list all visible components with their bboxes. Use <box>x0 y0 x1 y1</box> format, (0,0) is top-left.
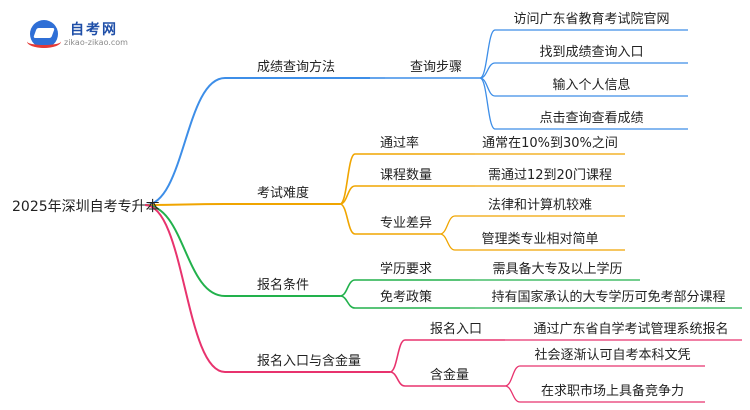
branch-2-mid-0-label: 学历要求 <box>380 261 432 277</box>
edge-branch-1-mid-2-leaf-1 <box>439 233 456 251</box>
branch-3-mid-1-label: 含金量 <box>430 367 469 383</box>
edge-branch-3-mid-1-leaf-0 <box>504 365 521 387</box>
branch-1-mid-0-leaf-0-label: 通常在10%到30%之间 <box>482 136 618 151</box>
edge-branch-3-mid-0 <box>389 339 406 373</box>
branch-3-mid-1-leaf-1-label: 在求职市场上具备竞争力 <box>541 383 684 399</box>
edge-branch-0-mid-0-leaf-3 <box>479 77 496 130</box>
branch-0-mid-0-leaf-3-label: 点击查询查看成绩 <box>539 110 643 126</box>
branch-2-mid-1-leaf-0-label: 持有国家承认的大专学历可免考部分课程 <box>491 289 725 305</box>
edge-root-branch-3 <box>144 204 226 373</box>
branch-2-mid-1-label: 免考政策 <box>380 289 432 305</box>
branch-1-mid-2-leaf-0-label: 法律和计算机较难 <box>488 198 592 213</box>
branch-0-mid-0-leaf-2-label: 输入个人信息 <box>552 77 630 93</box>
branch-1-mid-1-label: 课程数量 <box>380 168 432 183</box>
logo-title: 自考网 <box>70 22 118 38</box>
edge-branch-1-mid-2 <box>339 203 356 235</box>
edge-branch-1-mid-2-leaf-0 <box>439 215 456 235</box>
branch-1-label: 考试难度 <box>257 185 309 201</box>
logo-subtitle: zikao-zikao.com <box>64 38 128 47</box>
edge-branch-0-mid-0-leaf-1 <box>479 62 496 79</box>
mind-map-edges <box>144 29 742 403</box>
branch-3-mid-1-leaf-0-label: 社会逐渐认可自考本科文凭 <box>534 347 690 363</box>
edge-branch-3-mid-1 <box>389 371 406 387</box>
edge-branch-0-mid-0-leaf-0 <box>479 29 496 79</box>
branch-0-label: 成绩查询方法 <box>257 59 335 75</box>
branch-1-mid-0-label: 通过率 <box>380 135 419 151</box>
logo-swoosh <box>27 35 61 48</box>
edge-branch-3-mid-1-leaf-1 <box>504 385 521 403</box>
edge-root-branch-1 <box>144 203 226 206</box>
edge-branch-2-mid-1 <box>339 295 356 309</box>
branch-3-mid-0-leaf-0-label: 通过广东省自学考试管理系统报名 <box>533 321 728 337</box>
edge-branch-2-mid-0 <box>339 279 356 297</box>
branch-3-label: 报名入口与含金量 <box>257 353 361 369</box>
site-logo: 自考网 zikao-zikao.com <box>27 18 150 52</box>
edge-root-branch-2 <box>144 204 226 297</box>
branch-3-mid-0-label: 报名入口 <box>430 321 482 337</box>
root-topic: 2025年深圳自考专升本 <box>12 199 160 215</box>
branch-0-mid-0-leaf-1-label: 找到成绩查询入口 <box>539 45 643 60</box>
mind-map-nodes: 2025年深圳自考专升本 成绩查询方法 查询步骤 访问广东省教育考试院官网找到成绩查询… <box>12 11 729 399</box>
branch-0-mid-0-leaf-0-label: 访问广东省教育考试院官网 <box>513 11 669 27</box>
branch-0-mid-0-label: 查询步骤 <box>410 60 462 75</box>
branch-2-label: 报名条件 <box>257 277 309 293</box>
branch-1-mid-2-label: 专业差异 <box>380 216 432 231</box>
edge-branch-1-mid-1 <box>339 185 356 205</box>
edge-root-branch-0 <box>144 77 226 206</box>
branch-1-mid-1-leaf-0-label: 需通过12到20门课程 <box>488 168 612 183</box>
branch-2-mid-0-leaf-0-label: 需具备大专及以上学历 <box>492 261 622 277</box>
branch-1-mid-2-leaf-1-label: 管理类专业相对简单 <box>481 231 598 247</box>
